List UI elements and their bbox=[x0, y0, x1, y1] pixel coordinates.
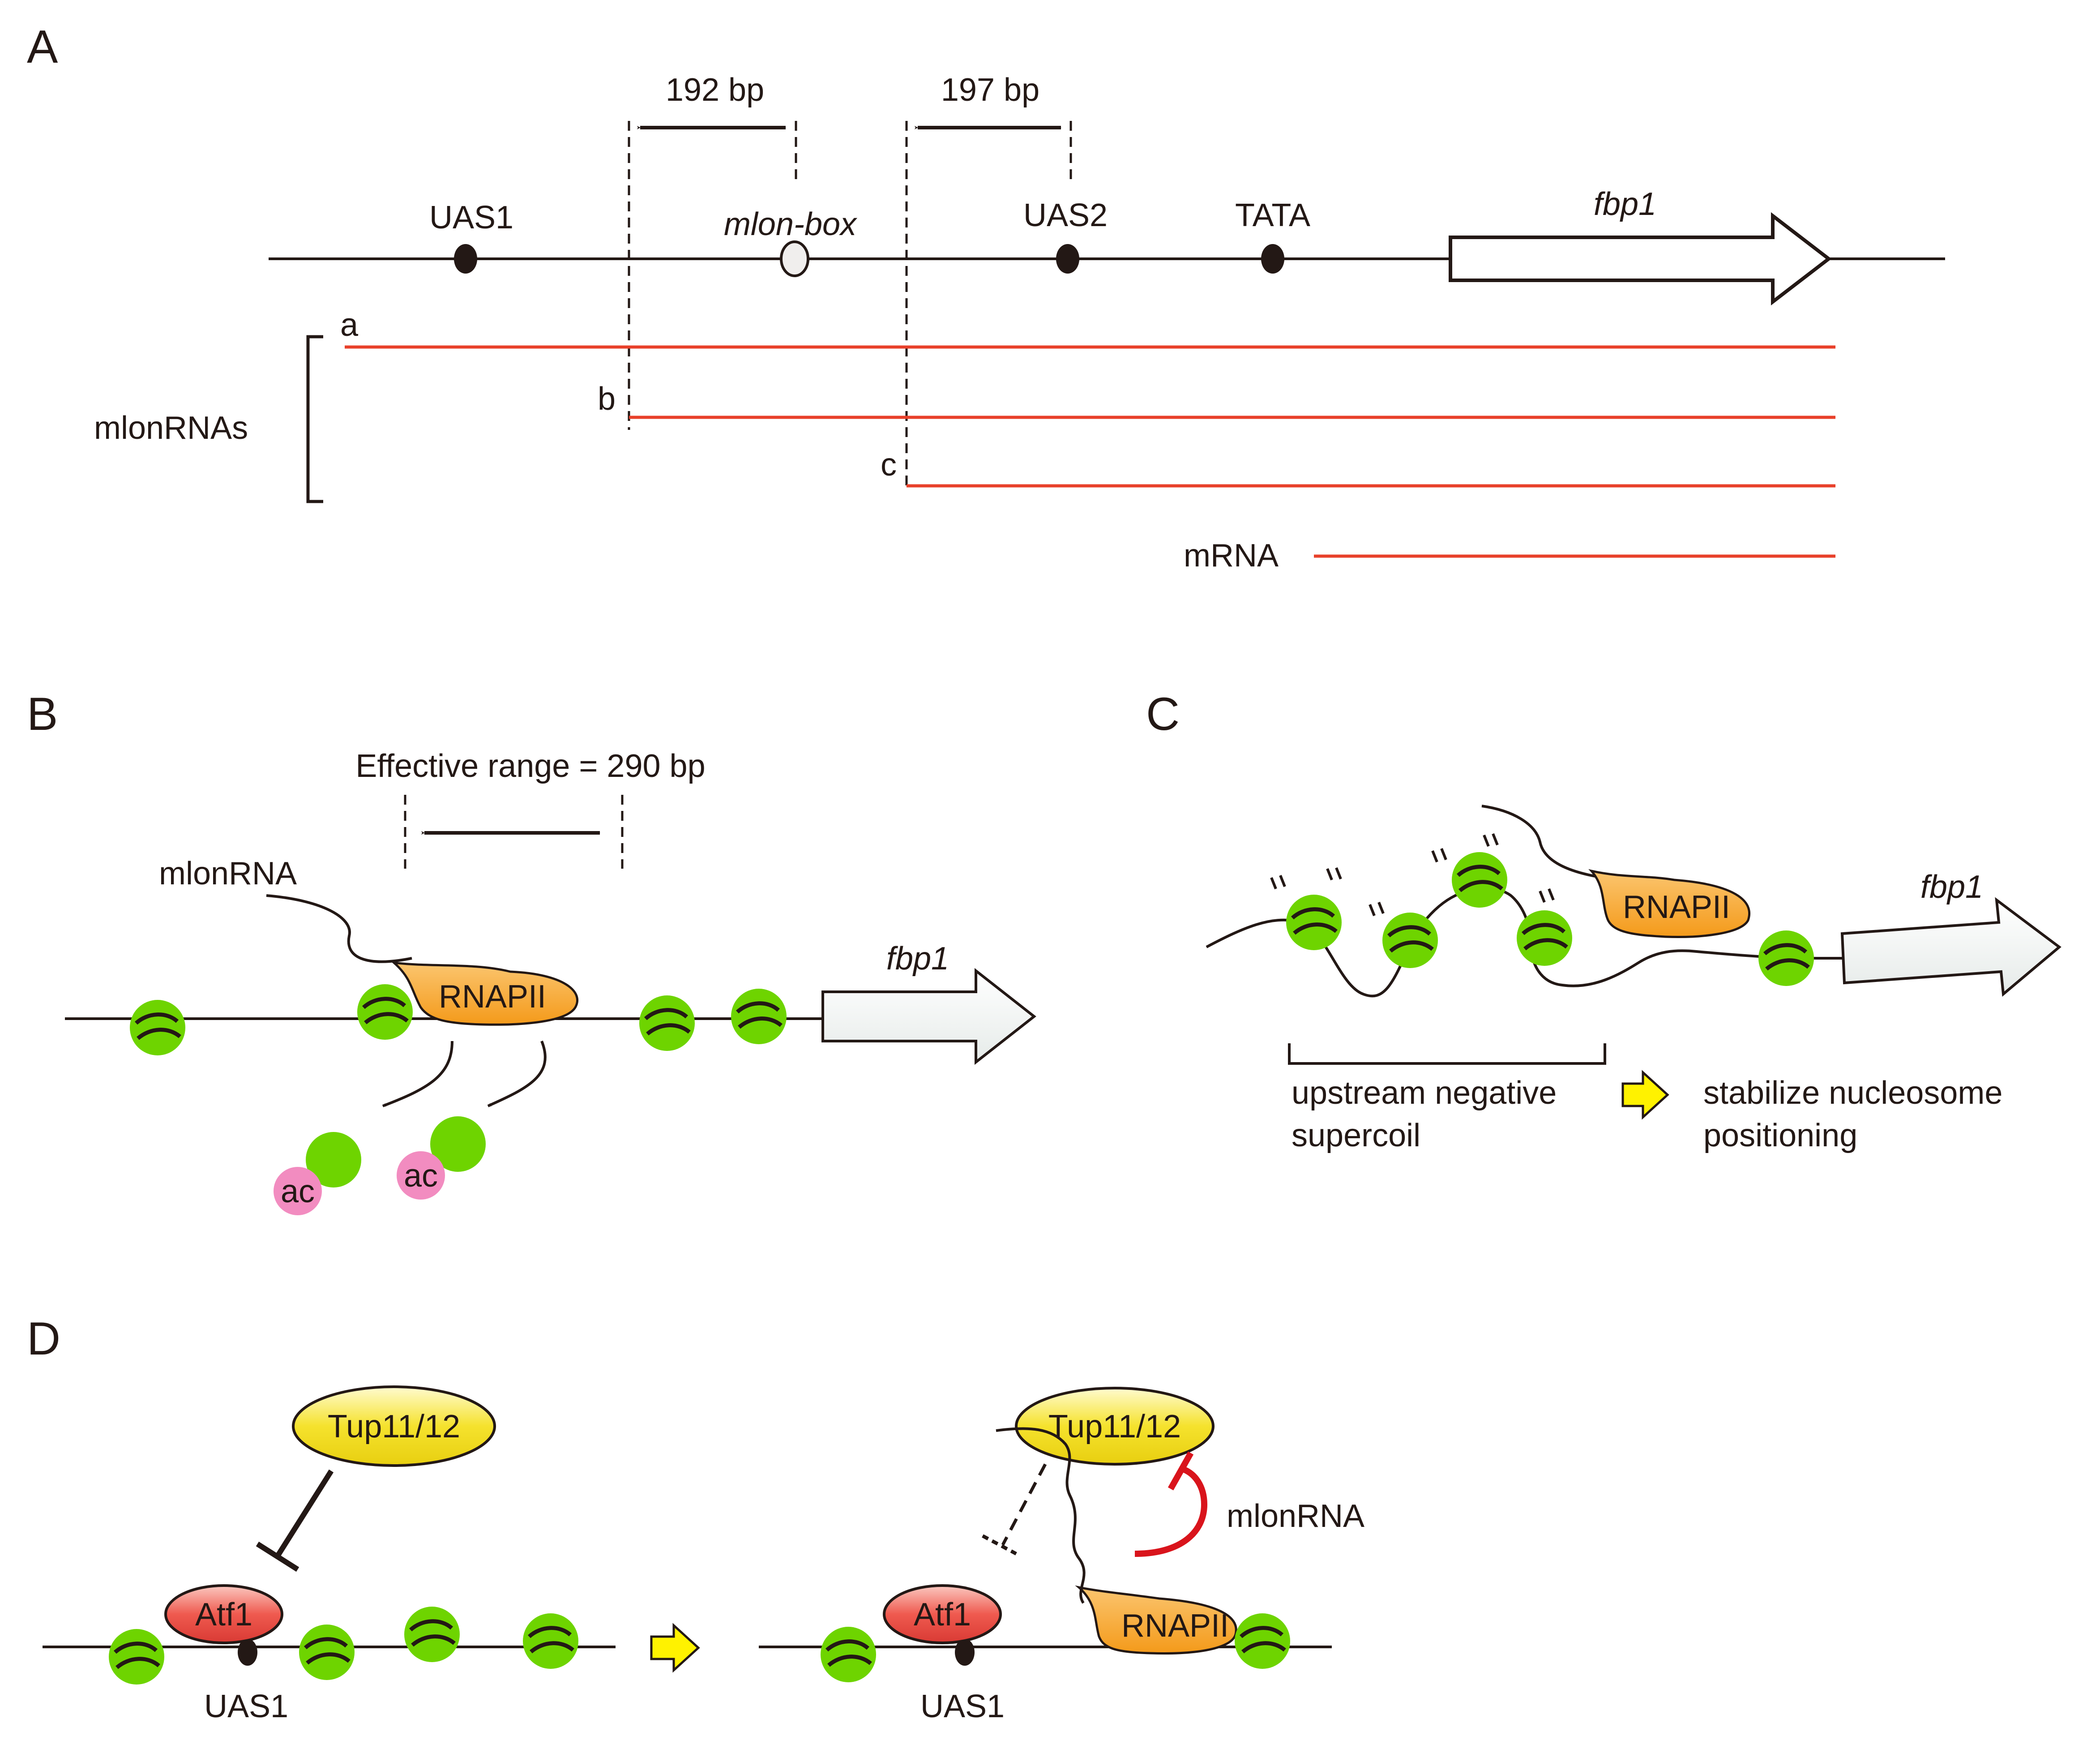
supercoiled-dna bbox=[1206, 887, 1853, 998]
supercoil-label-2: supercoil bbox=[1292, 1118, 1420, 1153]
nucleosome bbox=[357, 984, 413, 1040]
fbp1-label-c: fbp1 bbox=[1920, 869, 1983, 905]
mlonrna-inhibition-bar bbox=[1168, 1451, 1194, 1491]
tup-right: Tup11/12 bbox=[1015, 1387, 1215, 1466]
nucleosome bbox=[731, 989, 787, 1044]
tup-label-right: Tup11/12 bbox=[1048, 1409, 1181, 1445]
rnapii-label-c: RNAPII bbox=[1623, 889, 1730, 925]
uas2-label: UAS2 bbox=[1023, 197, 1108, 233]
stabilize-label-1: stabilize nucleosome bbox=[1703, 1075, 2002, 1111]
evicted-histone-1: ac bbox=[274, 1132, 361, 1215]
transcript-a-label: a bbox=[340, 307, 359, 343]
tup-left: Tup11/12 bbox=[292, 1385, 496, 1467]
panel-d: D Tup11/12 Atf1 UAS1 Tup11/12 mlonRNA bbox=[27, 1313, 1364, 1724]
nucleosome bbox=[523, 1613, 578, 1669]
nucleosome bbox=[404, 1607, 460, 1662]
tata-label: TATA bbox=[1235, 197, 1310, 233]
nucleosome bbox=[1286, 895, 1342, 950]
repression-bar-left bbox=[256, 1541, 299, 1572]
blocked-repression-line bbox=[1001, 1463, 1047, 1546]
repression-line-left bbox=[275, 1469, 334, 1558]
atf1-label-left: Atf1 bbox=[195, 1597, 252, 1633]
mlonrna-label-d: mlonRNA bbox=[1227, 1498, 1364, 1534]
effective-range-label: Effective range = 290 bp bbox=[355, 748, 705, 784]
mlonrna-strand-b bbox=[266, 894, 412, 963]
transcript-c-label: c bbox=[881, 447, 897, 483]
uas2-site bbox=[1056, 244, 1079, 274]
mlonbox-label: mlon-box bbox=[724, 206, 858, 242]
stabilize-label-2: positioning bbox=[1703, 1118, 1857, 1153]
fbp1-gene-arrow-c bbox=[1840, 897, 2062, 997]
fbp1-label-a: fbp1 bbox=[1594, 186, 1656, 222]
mlonbox-site bbox=[780, 240, 809, 277]
mlonrnas-label: mlonRNAs bbox=[94, 410, 248, 446]
distance-label-197: 197 bp bbox=[941, 72, 1039, 108]
strain-marks bbox=[1270, 833, 1555, 917]
nucleosome bbox=[299, 1625, 355, 1680]
fbp1-gene-arrow-b bbox=[821, 968, 1036, 1065]
result-arrow-c bbox=[1621, 1070, 1669, 1120]
supercoil-bracket bbox=[1288, 1043, 1606, 1065]
nucleosome bbox=[1517, 910, 1572, 966]
rnapii-d: RNAPII bbox=[1075, 1585, 1237, 1655]
mlonrna-strand-d bbox=[996, 1427, 1086, 1604]
panel-d-letter: D bbox=[27, 1313, 60, 1365]
evicted-histone-2: ac bbox=[397, 1116, 486, 1200]
panel-b-letter: B bbox=[27, 688, 58, 740]
acetyl-label: ac bbox=[404, 1158, 438, 1194]
panel-a-letter: A bbox=[27, 21, 58, 73]
uas1-label: UAS1 bbox=[429, 200, 513, 236]
atf1-left: Atf1 bbox=[164, 1584, 283, 1644]
transition-arrow-d bbox=[650, 1623, 700, 1673]
rnapii-c: RNAPII bbox=[1588, 869, 1751, 938]
blocked-repression-bar bbox=[982, 1534, 1017, 1556]
tata-site bbox=[1261, 244, 1284, 274]
nucleosome bbox=[1382, 913, 1438, 968]
nucleosome bbox=[1452, 852, 1507, 908]
mlonrna-label-b: mlonRNA bbox=[159, 856, 297, 892]
rnapii-label-d: RNAPII bbox=[1121, 1608, 1229, 1644]
nucleosome bbox=[639, 995, 695, 1051]
panel-c: C RNAPII fbp1 upstream negative supercoi… bbox=[1146, 688, 2062, 1153]
panel-c-letter: C bbox=[1146, 688, 1180, 740]
mrna-label: mRNA bbox=[1184, 538, 1279, 574]
eviction-arrow-1 bbox=[382, 1041, 453, 1107]
transcript-b-label: b bbox=[598, 381, 616, 417]
mlonrnas-bracket bbox=[306, 335, 323, 503]
nucleosome bbox=[109, 1629, 164, 1685]
nucleosome bbox=[1235, 1613, 1290, 1669]
nucleosome bbox=[1758, 930, 1814, 986]
rnapii-b: RNAPII bbox=[390, 961, 579, 1026]
atf1-label-right: Atf1 bbox=[914, 1597, 971, 1633]
distance-label-192: 192 bp bbox=[666, 72, 764, 108]
tup-label-left: Tup11/12 bbox=[328, 1409, 460, 1445]
fbp1-gene-arrow bbox=[1449, 212, 1832, 306]
panel-a: A 192 bp 197 bp UAS1 mlon-box UAS2 TATA … bbox=[27, 21, 1945, 574]
uas1-site bbox=[454, 244, 477, 274]
panel-b: B Effective range = 290 bp mlonRNA RNAPI… bbox=[27, 688, 1036, 1215]
nucleosome bbox=[130, 1000, 185, 1055]
uas1-site-left bbox=[238, 1639, 257, 1666]
mlonrna-inhibition-arc bbox=[1134, 1466, 1208, 1557]
rnapii-label-b: RNAPII bbox=[439, 979, 546, 1015]
nucleosome bbox=[821, 1627, 876, 1682]
supercoil-label-1: upstream negative bbox=[1292, 1075, 1557, 1111]
acetyl-label: ac bbox=[281, 1174, 315, 1209]
mlonrna-strand-c bbox=[1481, 805, 1603, 879]
uas1-site-right bbox=[955, 1639, 975, 1666]
fbp1-label-b: fbp1 bbox=[886, 941, 949, 977]
eviction-arrow-2 bbox=[487, 1040, 547, 1107]
uas1-label-right: UAS1 bbox=[920, 1689, 1005, 1724]
uas1-label-left: UAS1 bbox=[204, 1689, 288, 1724]
atf1-right: Atf1 bbox=[883, 1584, 1002, 1644]
